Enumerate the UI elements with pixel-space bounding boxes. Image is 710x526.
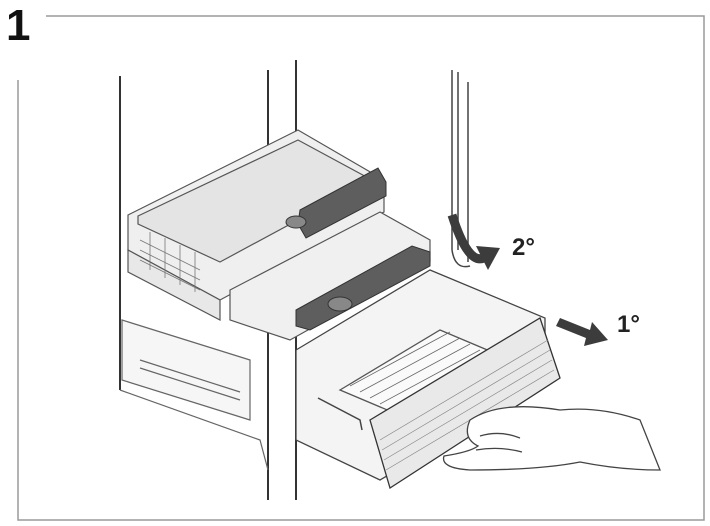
lower-divider-bar [295,245,431,331]
lift-arrow [447,213,500,270]
pull-arrow [556,318,608,346]
hand-illustration [442,406,661,471]
step-number: 1 [6,1,31,50]
bottom-drawer [295,269,561,490]
panel-border [17,15,705,521]
lift-step-label: 2° [512,234,535,261]
lower-freezer-body [119,319,269,471]
upper-drawer [127,129,385,321]
upper-divider-bar [285,167,387,239]
pull-step-label: 1° [617,311,640,338]
